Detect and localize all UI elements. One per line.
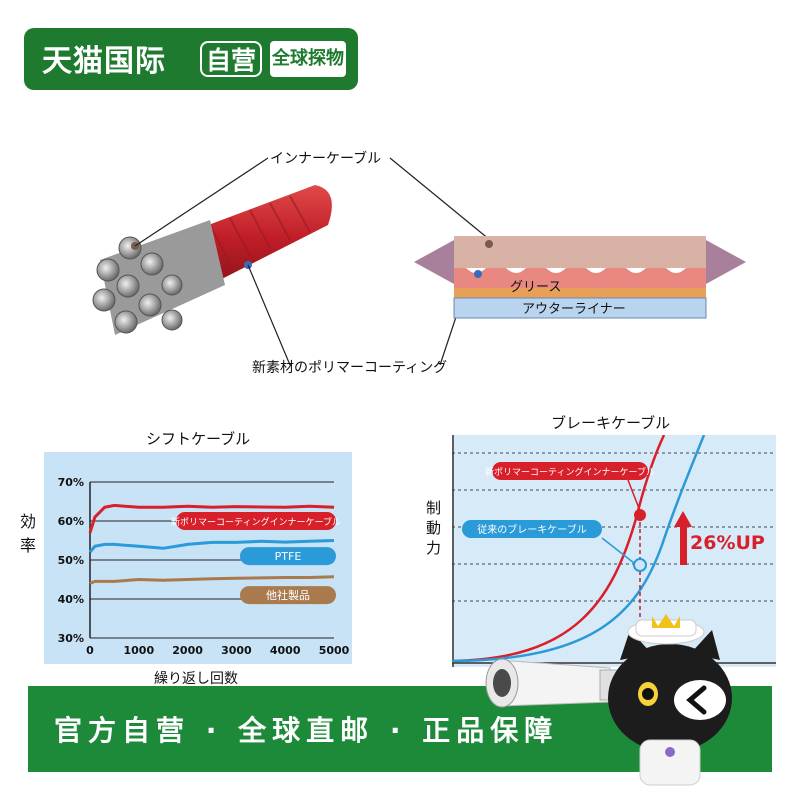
x-tick-label: 5000 bbox=[319, 644, 350, 657]
series-line bbox=[88, 539, 335, 554]
shift-chart-ylabel: 効率 bbox=[20, 512, 37, 555]
label-inner-cable: インナーケーブル bbox=[270, 151, 382, 167]
x-tick-label: 2000 bbox=[172, 644, 203, 657]
series-line bbox=[88, 503, 335, 534]
legend-pill bbox=[240, 547, 336, 566]
y-tick-label: 40% bbox=[58, 593, 84, 606]
y-tick-label: 60% bbox=[58, 515, 84, 528]
inner-cable-wires bbox=[92, 220, 225, 335]
layer-cross-section bbox=[414, 236, 746, 319]
badge-title: 天猫国际 bbox=[42, 44, 166, 79]
label-polymer-coating: 新素材のポリマーコーティング bbox=[252, 360, 448, 376]
legend-pill bbox=[240, 586, 336, 605]
badge-self-run: 自营 bbox=[200, 41, 262, 77]
cable-illustration bbox=[92, 185, 332, 335]
coating-layer bbox=[454, 268, 706, 288]
legend-pointer bbox=[601, 537, 635, 564]
series-line bbox=[89, 575, 335, 585]
legend-label: 新ポリマーコーティングインナーケーブル bbox=[485, 466, 655, 478]
legend-label: PTFE bbox=[275, 550, 302, 563]
grease-layer bbox=[454, 288, 706, 298]
legend-pill bbox=[492, 462, 648, 480]
x-tick-label: 1000 bbox=[123, 644, 154, 657]
label-grease: グリース bbox=[510, 280, 562, 295]
outer-liner-layer bbox=[453, 297, 707, 319]
up-arrow-shaft bbox=[680, 523, 687, 565]
x-tick-label: 0 bbox=[86, 644, 94, 657]
legend-label: 新ポリマーコーティングインナーケーブル bbox=[171, 516, 341, 528]
annotation-26-up: 26%UP bbox=[690, 532, 765, 554]
brake-chart-title: ブレーキケーブル bbox=[551, 414, 671, 432]
x-tick-label: 3000 bbox=[221, 644, 252, 657]
y-tick-label: 30% bbox=[58, 632, 84, 645]
data-point bbox=[633, 558, 647, 572]
tmall-global-badge: 天猫国际 自营 全球探物 bbox=[24, 28, 358, 90]
y-tick-label: 50% bbox=[58, 554, 84, 567]
brake-chart-ylabel: 制動力 bbox=[426, 499, 442, 557]
badge-global-explore: 全球探物 bbox=[270, 41, 346, 77]
data-point bbox=[634, 509, 646, 521]
cat-icon bbox=[608, 614, 732, 786]
telescope-icon bbox=[485, 658, 621, 708]
series-line bbox=[452, 435, 666, 663]
legend-label: 他社製品 bbox=[266, 588, 310, 602]
shift-chart-xlabel: 繰り返し回数 bbox=[154, 671, 238, 687]
legend-pointer bbox=[627, 479, 641, 512]
tmall-cat-mascot bbox=[485, 614, 732, 786]
x-tick-label: 4000 bbox=[270, 644, 301, 657]
label-outer-liner: アウターライナー bbox=[522, 302, 626, 317]
shift-chart-title: シフトケーブル bbox=[146, 430, 251, 448]
series-line bbox=[452, 435, 706, 663]
y-tick-label: 70% bbox=[58, 476, 84, 489]
inner-cable-layer bbox=[454, 236, 706, 268]
banner-text: 官方自营 · 全球直邮 · 正品保障 bbox=[54, 714, 559, 747]
legend-pill bbox=[176, 512, 336, 530]
legend-label: 従来のブレーキケーブル bbox=[477, 523, 586, 536]
up-arrow-head bbox=[674, 511, 692, 527]
shift-chart: 30% 40% 50% 60% 70% 0 1000 2000 3000 4000 5000 新ポリマ… bbox=[44, 452, 352, 664]
legend-pill bbox=[462, 520, 602, 538]
